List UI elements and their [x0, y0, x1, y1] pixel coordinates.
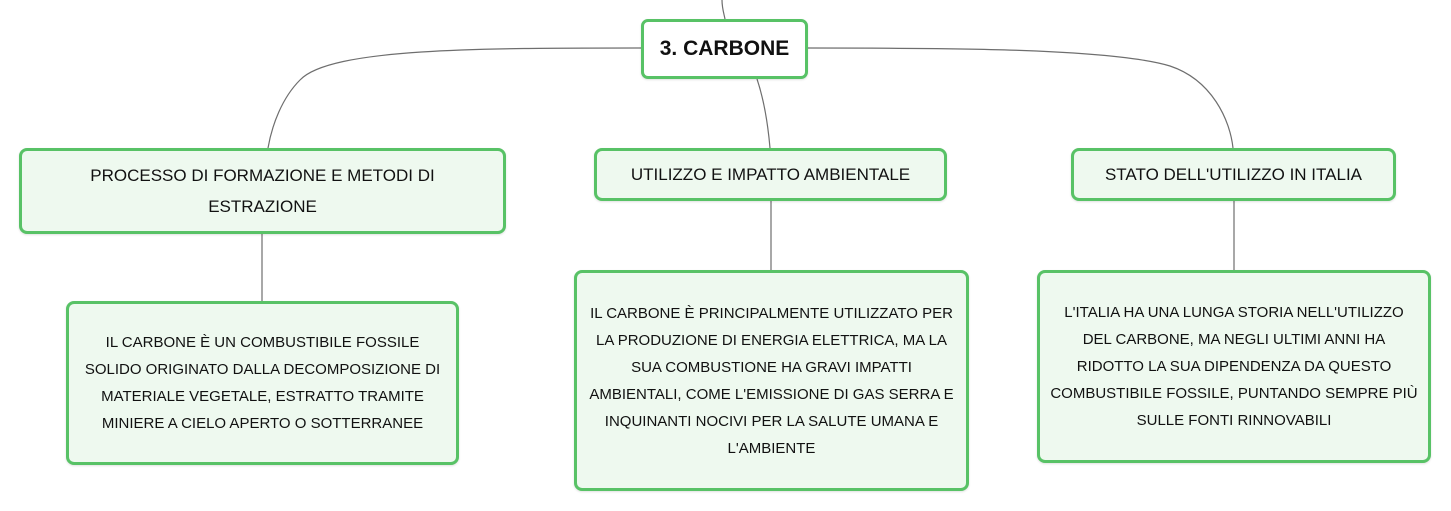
root-node-carbone[interactable]: 3. CARBONE	[641, 19, 808, 79]
detail-node-utilizzo[interactable]: IL CARBONE È PRINCIPALMENTE UTILIZZATO P…	[574, 270, 969, 491]
connector-parent-to-root	[721, 0, 726, 20]
detail-node-text: IL CARBONE È PRINCIPALMENTE UTILIZZATO P…	[589, 304, 954, 457]
branch-node-formazione[interactable]: PROCESSO DI FORMAZIONE E METODI DI ESTRA…	[19, 148, 506, 234]
detail-node-text: IL CARBONE È UN COMBUSTIBILE FOSSILE SOL…	[84, 334, 441, 432]
connector-root-to-italia	[807, 47, 1234, 149]
branch-node-italia[interactable]: STATO DELL'UTILIZZO IN ITALIA	[1071, 148, 1396, 201]
branch-node-label: STATO DELL'UTILIZZO IN ITALIA	[1104, 165, 1363, 184]
detail-node-formazione[interactable]: IL CARBONE È UN COMBUSTIBILE FOSSILE SOL…	[66, 301, 459, 465]
connector-root-to-formazione	[267, 47, 642, 149]
connector-root-to-utilizzo	[756, 78, 771, 149]
branch-node-utilizzo[interactable]: UTILIZZO E IMPATTO AMBIENTALE	[594, 148, 947, 201]
detail-node-italia[interactable]: L'ITALIA HA UNA LUNGA STORIA NELL'UTILIZ…	[1037, 270, 1431, 463]
branch-node-label: PROCESSO DI FORMAZIONE E METODI DI ESTRA…	[90, 166, 435, 216]
root-node-label: 3. CARBONE	[659, 37, 790, 60]
detail-node-text: L'ITALIA HA UNA LUNGA STORIA NELL'UTILIZ…	[1050, 304, 1418, 429]
branch-node-label: UTILIZZO E IMPATTO AMBIENTALE	[630, 165, 911, 184]
